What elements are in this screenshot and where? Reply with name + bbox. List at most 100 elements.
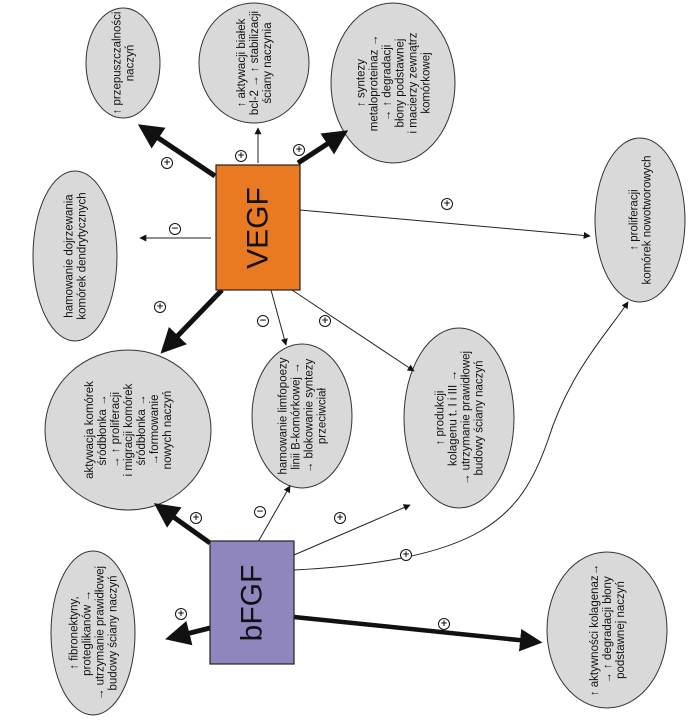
ellipse-fibronectin-text: ↑ fibronektyny,proteglikanów →→ utrzyman… [69,566,120,700]
ellipse-text-line: naczyń [125,45,137,81]
sign-minus-lymphopoiesis-bfgf: − [254,506,266,518]
ellipse-fibronectin: ↑ fibronektyny,proteglikanów →→ utrzyman… [50,550,136,716]
sign-minus-dendritic-text: − [171,224,179,234]
sign-plus-bcl2-text: + [237,151,245,161]
ellipse-metalloproteinase: ↑ syntezymetaloproteinaz →→ ↑ degradacji… [330,2,456,164]
sign-plus-permeability-text: + [163,158,171,168]
ellipse-text-line: śródbłonka → [136,395,148,466]
sign-plus-collagenase-text: + [440,619,448,629]
ellipse-text-line: komórek dendrytycznych [77,192,89,319]
sign-plus-bcl2: + [235,150,247,162]
arrow-bfgf-fibronectin [165,621,211,646]
sign-plus-endothelial-bfgf: + [190,512,202,524]
sign-plus-tumor-vegf-text: + [443,199,451,209]
ellipse-text-line: hamowanie dojrzewania [64,194,76,318]
sign-minus-lymphopoiesis-bfgf-text: − [256,507,264,517]
ellipse-text-line: aktywacja komórek [84,381,96,479]
vegf-box [215,164,301,291]
ellipse-tumor-proliferation-text: ↑ proliferacjikomórek nowotworowych [629,155,654,284]
sign-plus-collagen-bfgf-text: + [336,513,344,523]
arrow-bfgf-collagenase [293,614,543,652]
ellipse-text-line: błony podstawnej [395,39,407,128]
ellipse-text-line: linii B-komórkowej → [291,362,303,469]
ellipse-collagen-text: ↑ produkcjikolagenu t. I i III →→ utrzym… [435,351,486,485]
arrow-bfgf-collagen [293,504,411,556]
ellipse-text-line: komórkowej [421,52,433,113]
ellipse-text-line: komórek nowotworowych [642,155,654,284]
ellipse-text-line: proteglikanów → [82,590,94,676]
sign-plus-collagen-vegf-text: + [321,316,329,326]
sign-plus-collagen-vegf: + [319,315,331,327]
sign-plus-collagen-bfgf: + [334,512,346,524]
ellipse-dendritic-text: hamowanie dojrzewaniakomórek dendrytyczn… [64,192,89,319]
ellipse-permeability-text: ↑ przepuszczalnościnaczyń [112,12,137,115]
ellipse-text-line: ↑ aktywności kolagenaz→ [589,564,601,696]
vegf-node: VEGF [215,164,301,291]
ellipse-text-line: → ↑ proliferacji [110,392,122,468]
bfgf-label: bFGF [236,565,269,642]
ellipse-lymphopoiesis-text: hamowanie limfopoezylinii B-komórkowej →… [278,357,329,474]
ellipse-text-line: → ↑ degradacji [382,45,394,122]
arrow-vegf-metalloproteinase [296,130,349,166]
ellipse-text-line: ściany naczynia [262,22,274,104]
ellipse-text-line: podstawnej naczyń [615,581,627,679]
sign-plus-fibronectin-text: + [177,609,185,619]
ellipse-dendritic: hamowanie dojrzewaniakomórek dendrytyczn… [32,170,118,342]
ellipse-text-line: → blokowanie syntezy [304,359,316,474]
arrow-vegf-tumor [299,209,591,239]
ellipse-text-line: → utrzymanie prawidłowej [461,351,473,485]
vegf-label: VEGF [242,187,275,269]
ellipse-text-line: budowy ściany naczyń [108,575,120,690]
sign-plus-tumor-bfgf-text: + [402,550,410,560]
arrow-bfgf-endothelial [153,503,212,546]
sign-plus-permeability: + [161,157,173,169]
sign-plus-tumor-bfgf: + [400,549,412,561]
ellipse-text-line: kolagenu t. I i III → [448,370,460,466]
sign-plus-endothelial-vegf: + [154,301,166,313]
ellipse-collagenase-text: ↑ aktywności kolagenaz→→ ↑ degradacji bł… [589,564,627,696]
ellipse-text-line: ↑ fibronektyny, [69,596,81,669]
ellipse-permeability: ↑ przepuszczalnościnaczyń [85,7,161,119]
ellipse-text-line: nowych naczyń [162,391,174,470]
arrow-bfgf-tumor [293,301,629,571]
sign-plus-fibronectin: + [175,608,187,620]
ellipse-endothelial: aktywacja komórekśródbłonka →→ ↑ prolife… [44,349,212,511]
ellipse-collagenase: ↑ aktywności kolagenaz→→ ↑ degradacji bł… [546,551,668,709]
arrow-bfgf-lymphopoiesis [257,485,291,543]
ellipse-text-line: → ↑ degradacji błony [602,576,614,684]
sign-plus-metalloproteinase: + [293,144,305,156]
arrow-vegf-endothelial [160,288,224,354]
ellipse-text-line: śródbłonka → [97,395,109,466]
ellipse-text-line: ↑ syntezy [356,59,368,107]
ellipse-text-line: metaloproteinaz → [369,35,381,132]
ellipse-tumor-proliferation: ↑ proliferacjikomórek nowotworowych [594,137,686,303]
ellipse-endothelial-text: aktywacja komórekśródbłonka →→ ↑ prolife… [84,381,174,479]
ellipse-text-line: ↑ produkcji [435,391,447,446]
arrow-vegf-lymphopoiesis [270,289,288,346]
arrow-vegf-collagen [291,289,415,372]
ellipse-text-line: ↑ aktywacji białek [236,18,248,107]
sign-minus-dendritic: − [169,223,181,235]
sign-plus-collagenase: + [438,618,450,630]
sign-plus-tumor-vegf: + [441,198,453,210]
ellipse-text-line: →formowanie [149,395,161,466]
sign-plus-metalloproteinase-text: + [295,145,303,155]
ellipse-text-line: → utrzymanie prawidłowej [95,566,107,700]
arrow-vegf-permeability [137,124,217,179]
ellipse-lymphopoiesis: hamowanie limfopoezylinii B-komórkowej →… [251,343,353,489]
sign-minus-lymphopoiesis-vegf: − [257,315,269,327]
ellipse-text-line: budowy ściany naczyń [474,360,486,475]
ellipse-text-line: bcl-2 → ↑ stabilizacji [249,11,261,115]
ellipse-text-line: ↑ przepuszczalności [112,12,124,115]
bfgf-node: bFGF [209,540,295,665]
ellipse-text-line: ↑ proliferacji [629,189,641,250]
ellipse-bcl2: ↑ aktywacji białekbcl-2 → ↑ stabilizacji… [198,2,310,124]
sign-plus-endothelial-bfgf-text: + [192,513,200,523]
ellipse-text-line: i macierzy zewnątrz [408,32,420,133]
sign-plus-endothelial-vegf-text: + [156,302,164,312]
ellipse-bcl2-text: ↑ aktywacji białekbcl-2 → ↑ stabilizacji… [236,11,274,115]
ellipse-text-line: i migracji komórek [123,383,135,476]
bfgf-box [209,540,295,665]
ellipse-collagen: ↑ produkcjikolagenu t. I i III →→ utrzym… [403,327,515,509]
